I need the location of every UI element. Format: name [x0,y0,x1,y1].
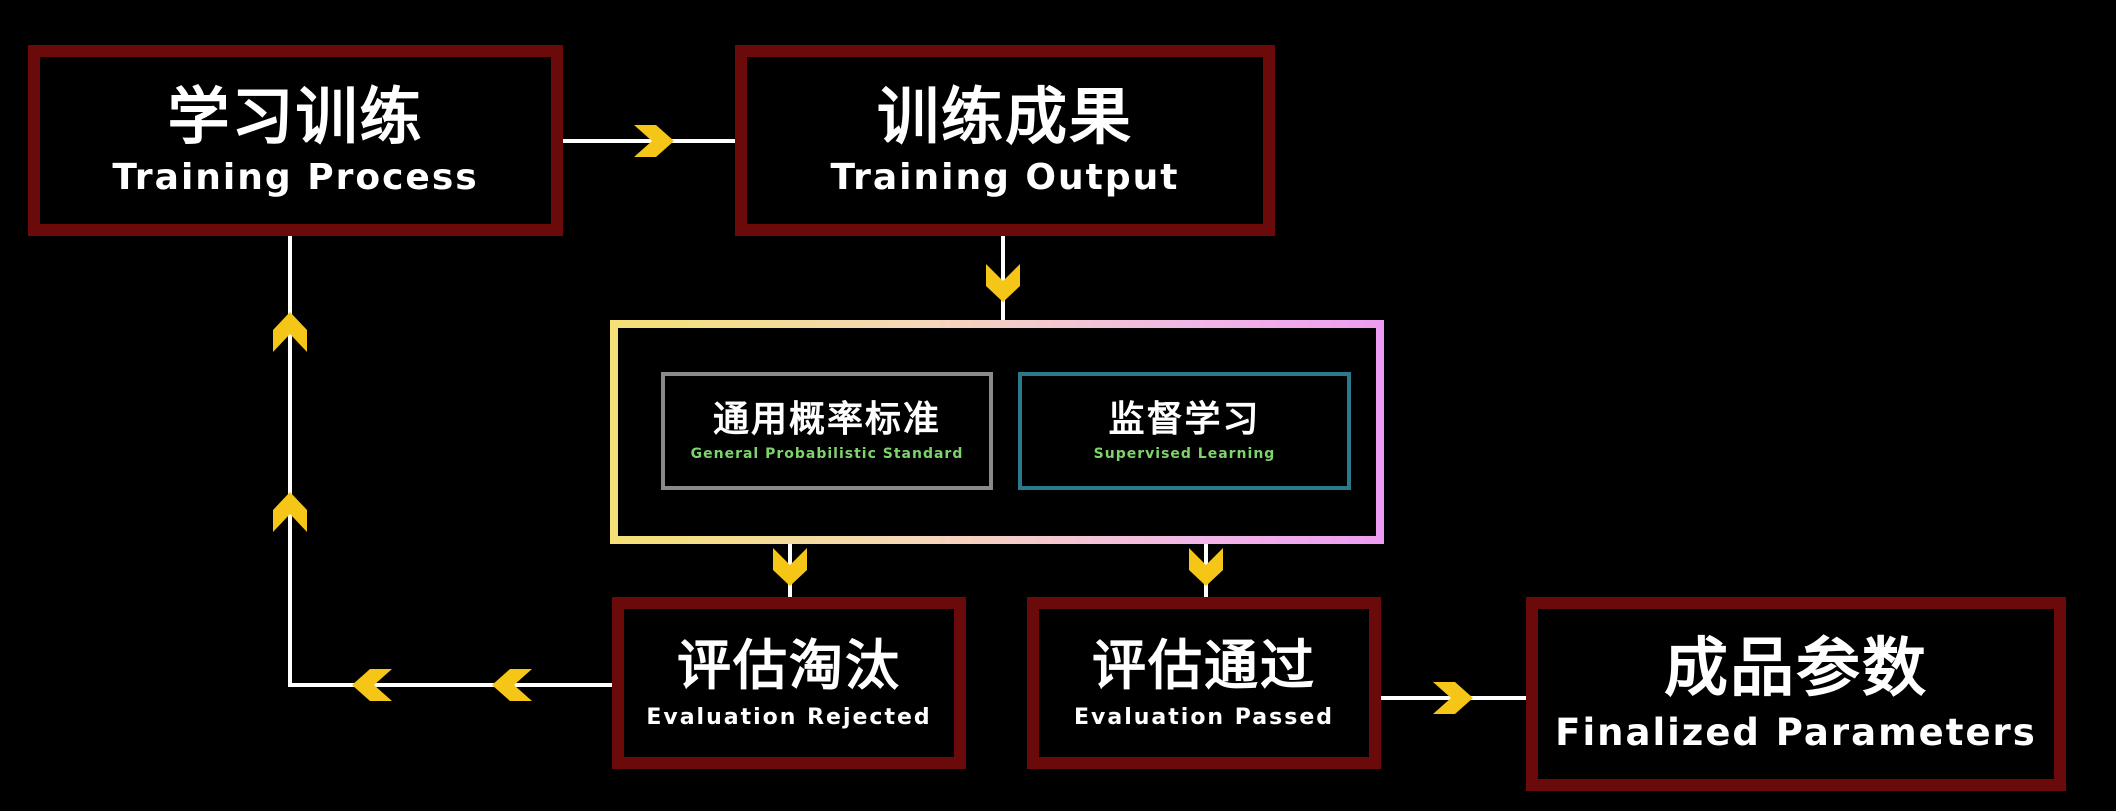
arrow-up-icon [273,492,307,532]
evaluation-criteria-frame: 通用概率标准 General Probabilistic Standard 监督… [610,320,1384,544]
evaluation-passed-subtitle: Evaluation Passed [1074,705,1334,731]
arrow-left-icon [352,669,392,701]
training-output-node: 训练成果 Training Output [735,45,1275,236]
general-standard-title: 通用概率标准 [712,399,941,441]
finalized-parameters-node: 成品参数 Finalized Parameters [1526,597,2066,791]
training-process-node: 学习训练 Training Process [28,45,563,236]
training-output-title: 训练成果 [876,79,1133,153]
supervised-learning-subtitle: Supervised Learning [1093,445,1276,462]
arrow-up-icon [273,312,307,352]
evaluation-rejected-subtitle: Evaluation Rejected [646,705,932,731]
supervised-learning-title: 监督学习 [1108,399,1261,441]
evaluation-passed-node: 评估通过 Evaluation Passed [1027,597,1381,769]
arrow-right-icon [634,125,674,157]
training-process-subtitle: Training Process [112,157,479,199]
evaluation-passed-title: 评估通过 [1092,633,1316,697]
training-output-subtitle: Training Output [830,157,1180,199]
finalized-parameters-subtitle: Finalized Parameters [1555,710,2037,754]
supervised-learning-box: 监督学习 Supervised Learning [1018,372,1351,490]
arrow-down-icon [1189,548,1223,586]
arrow-right-icon [1433,682,1473,714]
evaluation-criteria-panel: 通用概率标准 General Probabilistic Standard 监督… [618,328,1376,536]
arrow-down-icon [986,264,1020,302]
line-reject-loop-back [288,236,612,687]
finalized-parameters-title: 成品参数 [1664,632,1928,707]
training-process-title: 学习训练 [167,79,424,153]
evaluation-rejected-title: 评估淘汰 [677,633,901,697]
arrow-down-icon [773,548,807,586]
general-probabilistic-standard-box: 通用概率标准 General Probabilistic Standard [661,372,993,490]
general-standard-subtitle: General Probabilistic Standard [690,445,964,462]
evaluation-rejected-node: 评估淘汰 Evaluation Rejected [612,597,966,769]
arrow-left-icon [492,669,532,701]
